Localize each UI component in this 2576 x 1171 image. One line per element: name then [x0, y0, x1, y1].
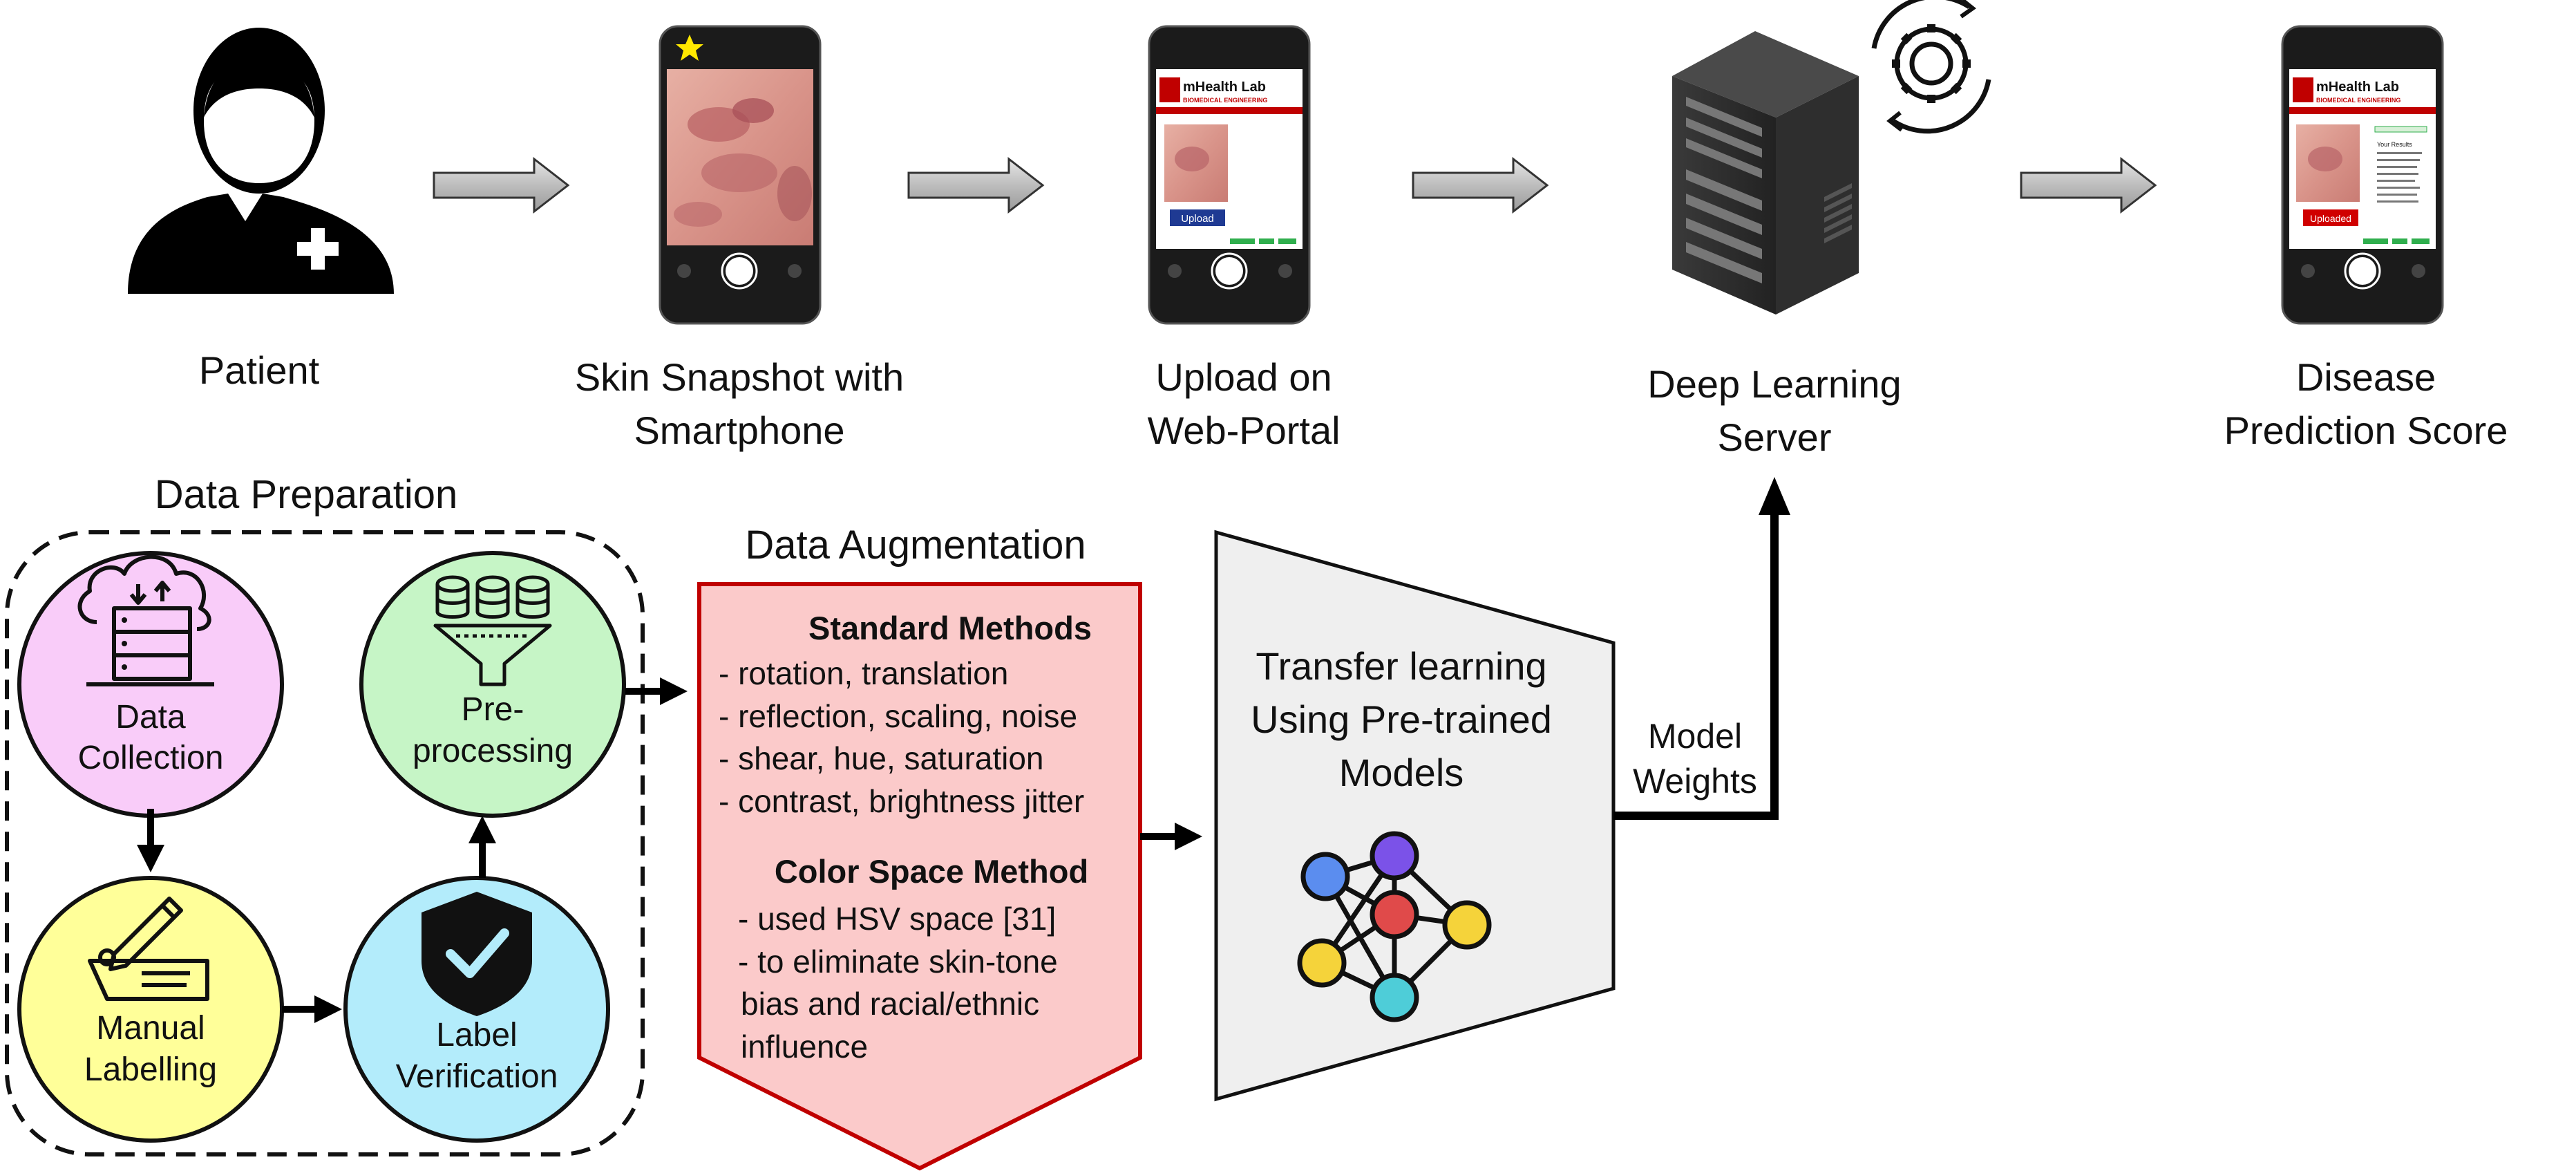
flash-icon: [676, 35, 703, 61]
network-node: [1442, 900, 1492, 950]
label-pencil-icon: [88, 897, 209, 1001]
smartphone-upload-icon: mHealth Lab BIOMEDICAL ENGINEERING Uploa…: [1148, 25, 1311, 325]
color-method-item: bias and racial/ethnic: [741, 986, 1039, 1022]
prediction-label-line2: Prediction Score: [2224, 409, 2508, 452]
smartphone-results-icon: mHealth Lab BIOMEDICAL ENGINEERING Uploa…: [2281, 25, 2444, 325]
server-icon: [1672, 31, 1859, 315]
network-node: [1370, 973, 1419, 1022]
svg-text:BIOMEDICAL ENGINEERING: BIOMEDICAL ENGINEERING: [2316, 97, 2400, 104]
model-weights-arrow: [1613, 512, 1779, 820]
patient-icon: [128, 28, 394, 294]
data-preparation-box: [5, 530, 645, 1156]
color-method-item: - used HSV space [31]: [738, 901, 1056, 937]
preprocessing-label-line2: processing: [413, 733, 573, 769]
model-weights-label-line2: Weights: [1633, 762, 1757, 800]
manual-labelling-label-line1: Manual: [96, 1010, 205, 1047]
data-preparation-title: Data Preparation: [155, 472, 457, 517]
transfer-learning-line1: Transfer learning: [1256, 644, 1546, 688]
transfer-learning-line2: Using Pre-trained: [1251, 697, 1552, 741]
upload-label-line1: Upload on: [1155, 355, 1332, 399]
svg-text:Your Results: Your Results: [2377, 141, 2412, 148]
snapshot-label-line2: Smartphone: [634, 409, 844, 452]
color-method-item: - to eliminate skin-tone: [738, 944, 1058, 980]
server-label-line1: Deep Learning: [1647, 362, 1901, 406]
label-verification-label-line2: Verification: [396, 1058, 558, 1095]
svg-text:Uploaded: Uploaded: [2310, 213, 2351, 224]
gear-refresh-icon: [1871, 0, 1991, 134]
smartphone-camera-icon: [659, 25, 822, 325]
server-label-line2: Server: [1718, 415, 1832, 459]
flow-arrow: [433, 156, 570, 214]
svg-text:BIOMEDICAL ENGINEERING: BIOMEDICAL ENGINEERING: [1183, 97, 1267, 104]
prediction-label-line1: Disease: [2296, 355, 2436, 399]
standard-method-item: - reflection, scaling, noise: [719, 698, 1077, 734]
label-verification-label-line1: Label: [436, 1017, 517, 1053]
network-node: [1370, 890, 1419, 939]
svg-text:Upload: Upload: [1181, 213, 1214, 225]
svg-text:mHealth Lab: mHealth Lab: [1183, 79, 1266, 95]
preprocessing-label-line1: Pre-: [462, 691, 524, 728]
data-collection-label-line2: Collection: [78, 740, 224, 776]
manual-labelling-label-line2: Labelling: [84, 1051, 217, 1088]
flow-arrow: [2020, 156, 2157, 214]
network-node: [1300, 852, 1350, 901]
standard-method-item: - shear, hue, saturation: [719, 740, 1044, 776]
standard-method-item: - contrast, brightness jitter: [719, 783, 1084, 819]
svg-text:mHealth Lab: mHealth Lab: [2316, 79, 2399, 95]
standard-method-item: - rotation, translation: [719, 655, 1008, 691]
data-augmentation-title: Data Augmentation: [745, 523, 1086, 568]
data-augmentation-panel: [697, 582, 1142, 1171]
network-node: [1370, 831, 1419, 881]
data-collection-label-line1: Data: [115, 699, 186, 736]
transfer-learning-trapezoid: [1214, 530, 1616, 1102]
upload-label-line2: Web-Portal: [1147, 409, 1340, 452]
model-weights-label-line1: Model: [1648, 717, 1742, 756]
shield-check-icon: [422, 892, 532, 1016]
color-method-item: influence: [741, 1029, 868, 1065]
neural-network-icon: [1297, 831, 1492, 1022]
flow-arrow: [907, 156, 1045, 214]
patient-label: Patient: [199, 348, 320, 392]
database-funnel-icon: [433, 575, 552, 686]
flow-arrow: [1412, 156, 1549, 214]
color-space-method-title: Color Space Method: [775, 853, 1088, 890]
snapshot-label-line1: Skin Snapshot with: [575, 355, 904, 399]
cloud-database-icon: [77, 554, 214, 686]
transfer-learning-line3: Models: [1339, 751, 1464, 794]
standard-methods-title: Standard Methods: [808, 610, 1092, 646]
network-node: [1297, 938, 1347, 988]
